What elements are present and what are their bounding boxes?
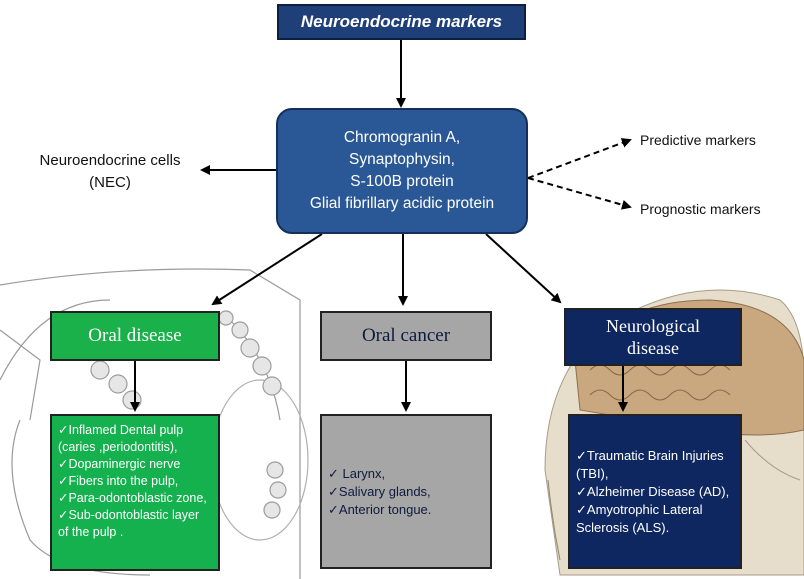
connector-arrows [130, 40, 632, 412]
arrow-central-to-prognostic [527, 177, 632, 210]
list-item: ✓Alzheimer Disease (AD), [576, 483, 730, 499]
nec-line: (NEC) [89, 174, 131, 191]
title-box: Neuroendocrine markers [277, 4, 526, 40]
oral-cancer-label: Oral cancer [361, 325, 451, 346]
list-item: ✓Amyotrophic Lateral Sclerosis (ALS). [576, 501, 703, 535]
oral-disease-box: Oral disease [50, 311, 220, 361]
prognostic-markers-label: Prognostic markers [640, 201, 761, 217]
list-item: ✓Inflamed Dental pulp (caries ,periodont… [58, 423, 184, 454]
predictive-markers-label: Predictive markers [640, 132, 756, 148]
neurological-disease-box: Neurological disease [564, 308, 742, 366]
central-line: Glial fibrillary acidic protein [309, 195, 495, 212]
list-item: ✓Salivary glands, [328, 483, 431, 499]
oral-cancer-details: ✓ Larynx, ✓Salivary glands, ✓Anterior to… [320, 414, 492, 569]
central-line: Chromogranin A, [343, 129, 461, 146]
list-item: ✓Anterior tongue. [328, 501, 432, 517]
oral-disease-label: Oral disease [88, 325, 182, 346]
arrow-central-to-neuro [485, 233, 562, 304]
central-line: S-100B protein [350, 173, 454, 190]
list-item: ✓Traumatic Brain Injuries (TBI), [576, 447, 724, 481]
neuro-label-line: Neurological [606, 316, 700, 336]
arrow-central-to-oral-disease [211, 233, 323, 306]
neuro-label-line: disease [627, 338, 679, 358]
oral-cancer-box: Oral cancer [320, 311, 492, 361]
central-markers-box: Chromogranin A, Synaptophysin, S-100B pr… [276, 108, 528, 234]
nec-line: Neuroendocrine cells [39, 152, 181, 169]
list-item: ✓Para-odontoblastic zone, [58, 491, 207, 505]
oral-disease-details: ✓Inflamed Dental pulp (caries ,periodont… [50, 414, 220, 571]
neurological-disease-details: ✓Traumatic Brain Injuries (TBI), ✓Alzhei… [568, 414, 742, 569]
arrow-central-to-predictive [527, 138, 632, 179]
list-item: ✓Dopaminergic nerve [58, 457, 181, 471]
list-item: ✓Sub-odontoblastic layer of the pulp . [58, 508, 200, 539]
list-item: ✓Fibers into the pulp, [58, 474, 179, 488]
list-item: ✓ Larynx, [328, 465, 386, 481]
nec-label: Neuroendocrine cells (NEC) [10, 150, 210, 194]
title-text: Neuroendocrine markers [300, 12, 503, 31]
central-line: Synaptophysin, [349, 151, 455, 168]
